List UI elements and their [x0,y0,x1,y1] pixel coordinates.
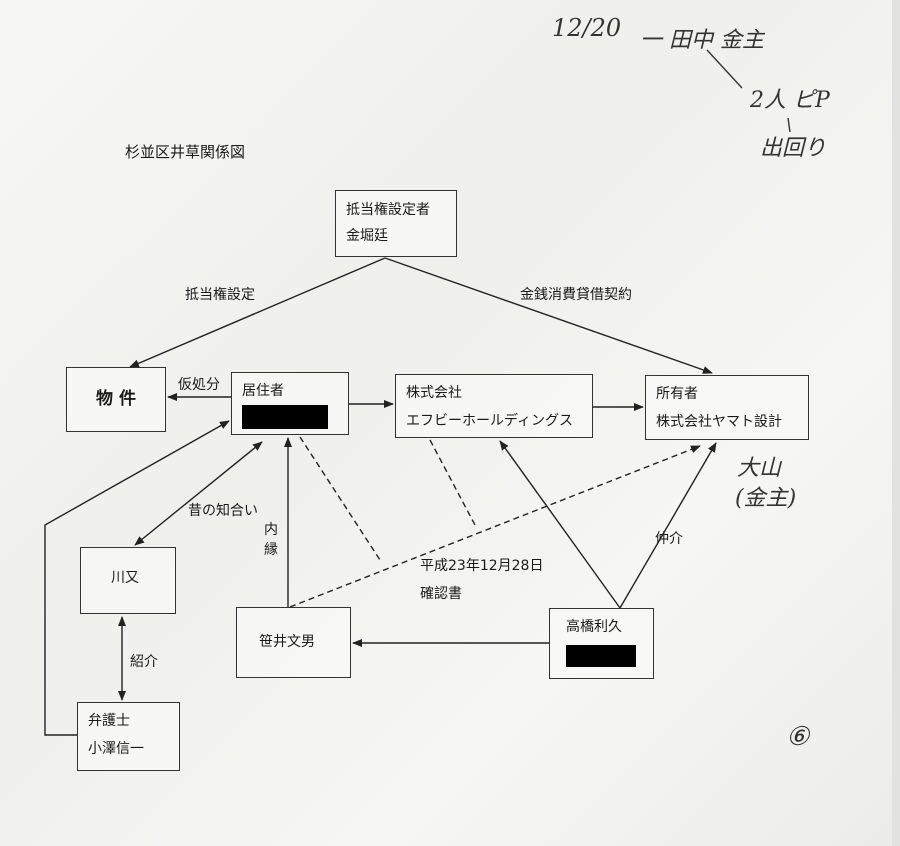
edge-takahashi-owner [619,442,717,609]
node-takahashi-label: 高橋利久 [566,619,622,635]
node-fb-line2: エフビーホールディングス [406,413,574,429]
handwritten-date: 12/20 [552,14,622,42]
node-fb-line1: 株式会社 [406,385,462,401]
node-lawyer-name: 小澤信一 [88,741,144,757]
edge-label-provisional: 仮処分 [178,377,220,393]
node-lawyer-role: 弁護士 [88,713,130,729]
node-kawamata-label: 川又 [111,570,139,586]
handwritten-note-1: 一 田中 金主 [640,28,764,53]
node-resident: 居住者 [231,372,349,435]
scan-edge [892,0,900,846]
edge-label-mortgage: 抵当権設定 [185,287,255,303]
handwritten-note-2: 2人 ピP [750,88,830,113]
node-property-label: 物 件 [96,389,136,409]
handwritten-stroke [706,49,743,89]
node-takahashi: 高橋利久 [549,608,654,679]
dashed-sasai-owner [289,445,701,608]
edge-takahashi-fb [499,440,621,609]
edge-label-loan: 金銭消費貸借契約 [520,287,632,303]
handwritten-owner-note-2: (金主) [735,486,797,511]
handwritten-owner-note-1: 大山 [737,456,782,481]
node-property: 物 件 [66,367,166,432]
node-owner: 所有者 株式会社ヤマト設計 [645,375,809,440]
node-mortgagee: 抵当権設定者 金堀廷 [335,190,457,257]
node-kawamata: 川又 [80,547,176,614]
node-owner-role: 所有者 [656,386,698,402]
redacted-name [566,645,636,667]
node-sasai-label: 笹井文男 [259,634,315,650]
handwritten-stroke-2 [787,117,791,133]
node-resident-label: 居住者 [242,383,284,399]
confirmation-date: 平成23年12月28日 [420,558,544,574]
node-mortgagee-name: 金堀廷 [346,228,388,244]
redacted-name [242,405,328,429]
dashed-resident-confirmation [299,436,381,561]
page-title: 杉並区井草関係図 [125,143,246,161]
handwritten-note-3: 出回り [760,136,827,161]
edge-label-introduction: 紹介 [130,654,158,670]
node-lawyer: 弁護士 小澤信一 [77,702,180,771]
node-mortgagee-role: 抵当権設定者 [346,202,430,218]
node-sasai: 笹井文男 [236,607,351,678]
edge-label-common-law: 内縁 [264,522,278,558]
edge-loan [384,257,713,374]
node-fb-holdings: 株式会社 エフビーホールディングス [395,374,593,438]
edge-kawamata-resident [134,441,263,546]
edge-label-brokerage: 仲介 [655,531,683,547]
node-owner-name: 株式会社ヤマト設計 [656,414,782,430]
dashed-fb-confirmation [429,439,476,526]
confirmation-document: 確認書 [420,586,462,602]
handwritten-page-number: ⑥ [786,722,810,752]
edge-mortgage [129,257,386,368]
edge-label-acquaintance: 昔の知合い [188,503,258,519]
